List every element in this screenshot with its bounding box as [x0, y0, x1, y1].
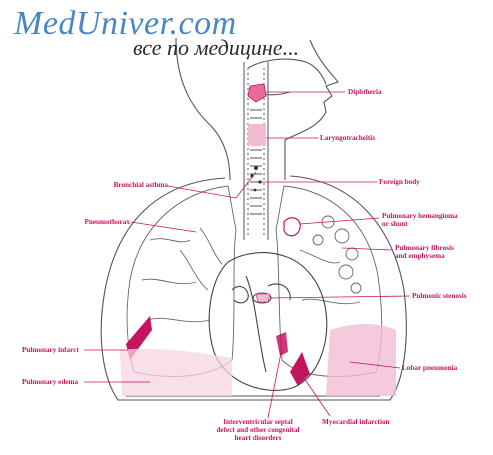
label-pulmonary-fibrosis-line2: and emphysema	[395, 252, 454, 260]
label-pulmonary-fibrosis: Pulmonary fibrosis and emphysema	[395, 244, 454, 260]
label-pulmonary-infarct: Pulmonary infarct	[22, 346, 79, 354]
label-lobar-pneumonia: Lobar pneumonia	[402, 364, 457, 372]
label-septal-defect-line3: heart disorders	[198, 434, 318, 442]
foreign-body-marks	[250, 166, 261, 191]
label-septal-defect: Interventricular septal defect and other…	[198, 418, 318, 442]
label-bronchial-asthma: Bronchial asthma	[78, 181, 168, 189]
label-pulmonary-hemangioma-line2: or shunt	[382, 220, 458, 228]
diphtheria-highlight	[248, 84, 266, 102]
left-lung	[127, 186, 236, 376]
label-pulmonary-hemangioma-line1: Pulmonary hemangioma	[382, 212, 458, 220]
label-pulmonary-fibrosis-line1: Pulmonary fibrosis	[395, 244, 454, 252]
label-foreign-body: Foreign body	[379, 178, 420, 186]
label-pulmonary-hemangioma: Pulmonary hemangioma or shunt	[382, 212, 458, 228]
lobar-pneumonia-area	[326, 324, 396, 396]
pulmonic-stenosis-highlight	[256, 294, 270, 302]
septal-defect-highlight	[276, 332, 288, 356]
label-laryngotracheitis: Laryngotracheitis	[320, 134, 375, 142]
label-septal-defect-line1: Interventricular septal	[198, 418, 318, 426]
myocardial-infarction-highlight	[290, 352, 310, 386]
label-diphtheria: Diphtheria	[348, 88, 382, 96]
label-pulmonary-edema: Pulmonary edema	[22, 378, 78, 386]
label-pneumothorax: Pneumothorax	[60, 218, 130, 226]
label-septal-defect-line2: defect and other congenital	[198, 426, 318, 434]
pulmonary-edema-area	[120, 349, 232, 396]
laryngotracheitis-highlight	[248, 124, 266, 146]
hemangioma-mark	[284, 218, 300, 236]
label-pulmonic-stenosis: Pulmonic stenosis	[412, 292, 467, 300]
label-myocardial-infarction: Myocardial infarction	[322, 418, 390, 426]
watermark-tagline: все по медицине...	[133, 36, 299, 60]
